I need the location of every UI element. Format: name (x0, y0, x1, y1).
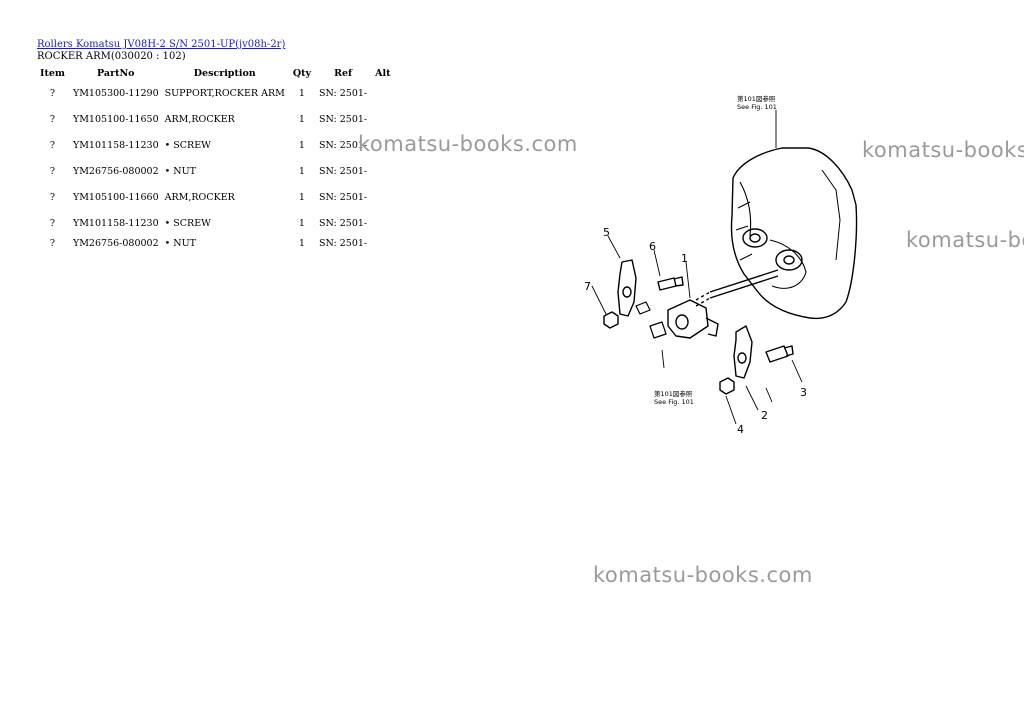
page-header: Rollers Komatsu JV08H-2 S/N 2501-UP(jv08… (37, 39, 285, 63)
watermark-3: komatsu-books.com (906, 228, 1024, 252)
cell-item: ? (49, 191, 56, 203)
col-header-partno: PartNo (97, 67, 135, 79)
housing-boss-right (775, 249, 803, 271)
cell-partno: YM105100-11660 (72, 191, 159, 203)
callout-7: 7 (584, 280, 591, 293)
cell-partno: YM101158-11230 (72, 217, 159, 229)
cell-qty: 1 (298, 238, 305, 249)
cell-ref: SN: 2501- (319, 113, 368, 125)
table-row: ? YM105300-11290 SUPPORT,ROCKER ARM 1 SN… (35, 80, 396, 106)
table-row: ? YM105100-11650 ARM,ROCKER 1 SN: 2501- (35, 106, 396, 132)
watermark-1: komatsu-books.com (358, 132, 578, 156)
cell-description: • SCREW (164, 217, 211, 229)
rocker-arm-left (617, 259, 637, 317)
cell-qty: 1 (298, 87, 305, 99)
watermark-4: komatsu-books.com (593, 563, 813, 587)
cell-partno: YM105300-11290 (72, 87, 159, 99)
cell-partno: YM101158-11230 (72, 139, 159, 151)
table-row: ? YM105100-11660 ARM,ROCKER 1 SN: 2501- (35, 184, 396, 210)
table-header-row: Item PartNo Description Qty Ref Alt (35, 66, 396, 80)
cell-item: ? (49, 139, 56, 151)
watermark-2: komatsu-books.com (862, 138, 1024, 162)
callout-2: 2 (761, 409, 768, 422)
cell-alt (370, 158, 395, 184)
cell-description: SUPPORT,ROCKER ARM (164, 87, 285, 99)
cell-alt (370, 210, 395, 236)
cell-qty: 1 (298, 217, 305, 229)
table-row: ? YM101158-11230 • SCREW 1 SN: 2501- (35, 210, 396, 236)
rocker-arm-right (733, 325, 753, 379)
nut-right (719, 377, 735, 395)
adjusting-screw-top (657, 276, 684, 291)
breadcrumb-link[interactable]: Rollers Komatsu JV08H-2 S/N 2501-UP(jv08… (37, 39, 286, 50)
cell-ref: SN: 2501- (319, 217, 368, 229)
ref-top-line2: See Fig. 101 (737, 103, 777, 111)
cell-partno: YM26756-080002 (72, 165, 159, 177)
cell-alt (370, 184, 395, 210)
ref-bottom-line2: See Fig. 101 (654, 398, 694, 406)
callout-6: 6 (649, 240, 656, 253)
ref-top-line1: 第101図参照 (737, 94, 776, 103)
cell-description: • SCREW (164, 139, 211, 151)
cell-qty: 1 (298, 191, 305, 203)
cell-ref: SN: 2501- (319, 165, 368, 177)
cell-ref: SN: 2501- (319, 191, 368, 203)
col-header-description: Description (193, 67, 256, 79)
ref-bottom-line1: 第101図参照 (654, 389, 693, 398)
callout-5: 5 (603, 226, 610, 239)
cell-ref: SN: 2501- (319, 139, 368, 151)
table-row: ? YM26756-080002 • NUT 1 SN: 2501- (35, 236, 396, 251)
cell-description: • NUT (164, 238, 196, 249)
parts-table: Item PartNo Description Qty Ref Alt ? YM… (35, 66, 396, 251)
col-header-qty: Qty (292, 67, 312, 79)
cell-alt (370, 236, 395, 251)
cell-item: ? (49, 217, 56, 229)
parts-diagram: 1 2 3 4 5 6 7 第101図参照 See Fig. 101 第101図… (584, 94, 858, 436)
col-header-ref: Ref (334, 67, 353, 79)
callout-4: 4 (737, 423, 744, 436)
table-row: ? YM101158-11230 • SCREW 1 SN: 2501- (35, 132, 396, 158)
support-shaft (709, 269, 779, 299)
cylinder-head-housing (730, 147, 858, 320)
cell-ref: SN: 2501- (319, 238, 368, 249)
cell-item: ? (49, 165, 56, 177)
cell-item: ? (49, 238, 56, 249)
col-header-item: Item (40, 67, 65, 79)
callout-1: 1 (681, 252, 688, 265)
cell-item: ? (49, 113, 56, 125)
cell-partno: YM26756-080002 (72, 238, 159, 249)
col-header-alt: Alt (375, 67, 391, 79)
table-row: ? YM26756-080002 • NUT 1 SN: 2501- (35, 158, 396, 184)
cell-ref: SN: 2501- (319, 87, 368, 99)
nut-left (603, 311, 619, 329)
cell-qty: 1 (298, 165, 305, 177)
cell-description: • NUT (164, 165, 196, 177)
housing-boss-left (742, 228, 768, 248)
cell-qty: 1 (298, 139, 305, 151)
callout-3: 3 (800, 386, 807, 399)
cell-description: ARM,ROCKER (164, 191, 235, 203)
adjusting-screw-right (765, 345, 794, 363)
page-subtitle: ROCKER ARM(030020 : 102) (37, 51, 186, 62)
cell-qty: 1 (298, 113, 305, 125)
cell-partno: YM105100-11650 (72, 113, 159, 125)
cell-item: ? (49, 87, 56, 99)
rocker-arm-support (667, 299, 709, 339)
cell-alt (370, 106, 395, 132)
cell-description: ARM,ROCKER (164, 113, 235, 125)
cell-alt (370, 80, 395, 106)
